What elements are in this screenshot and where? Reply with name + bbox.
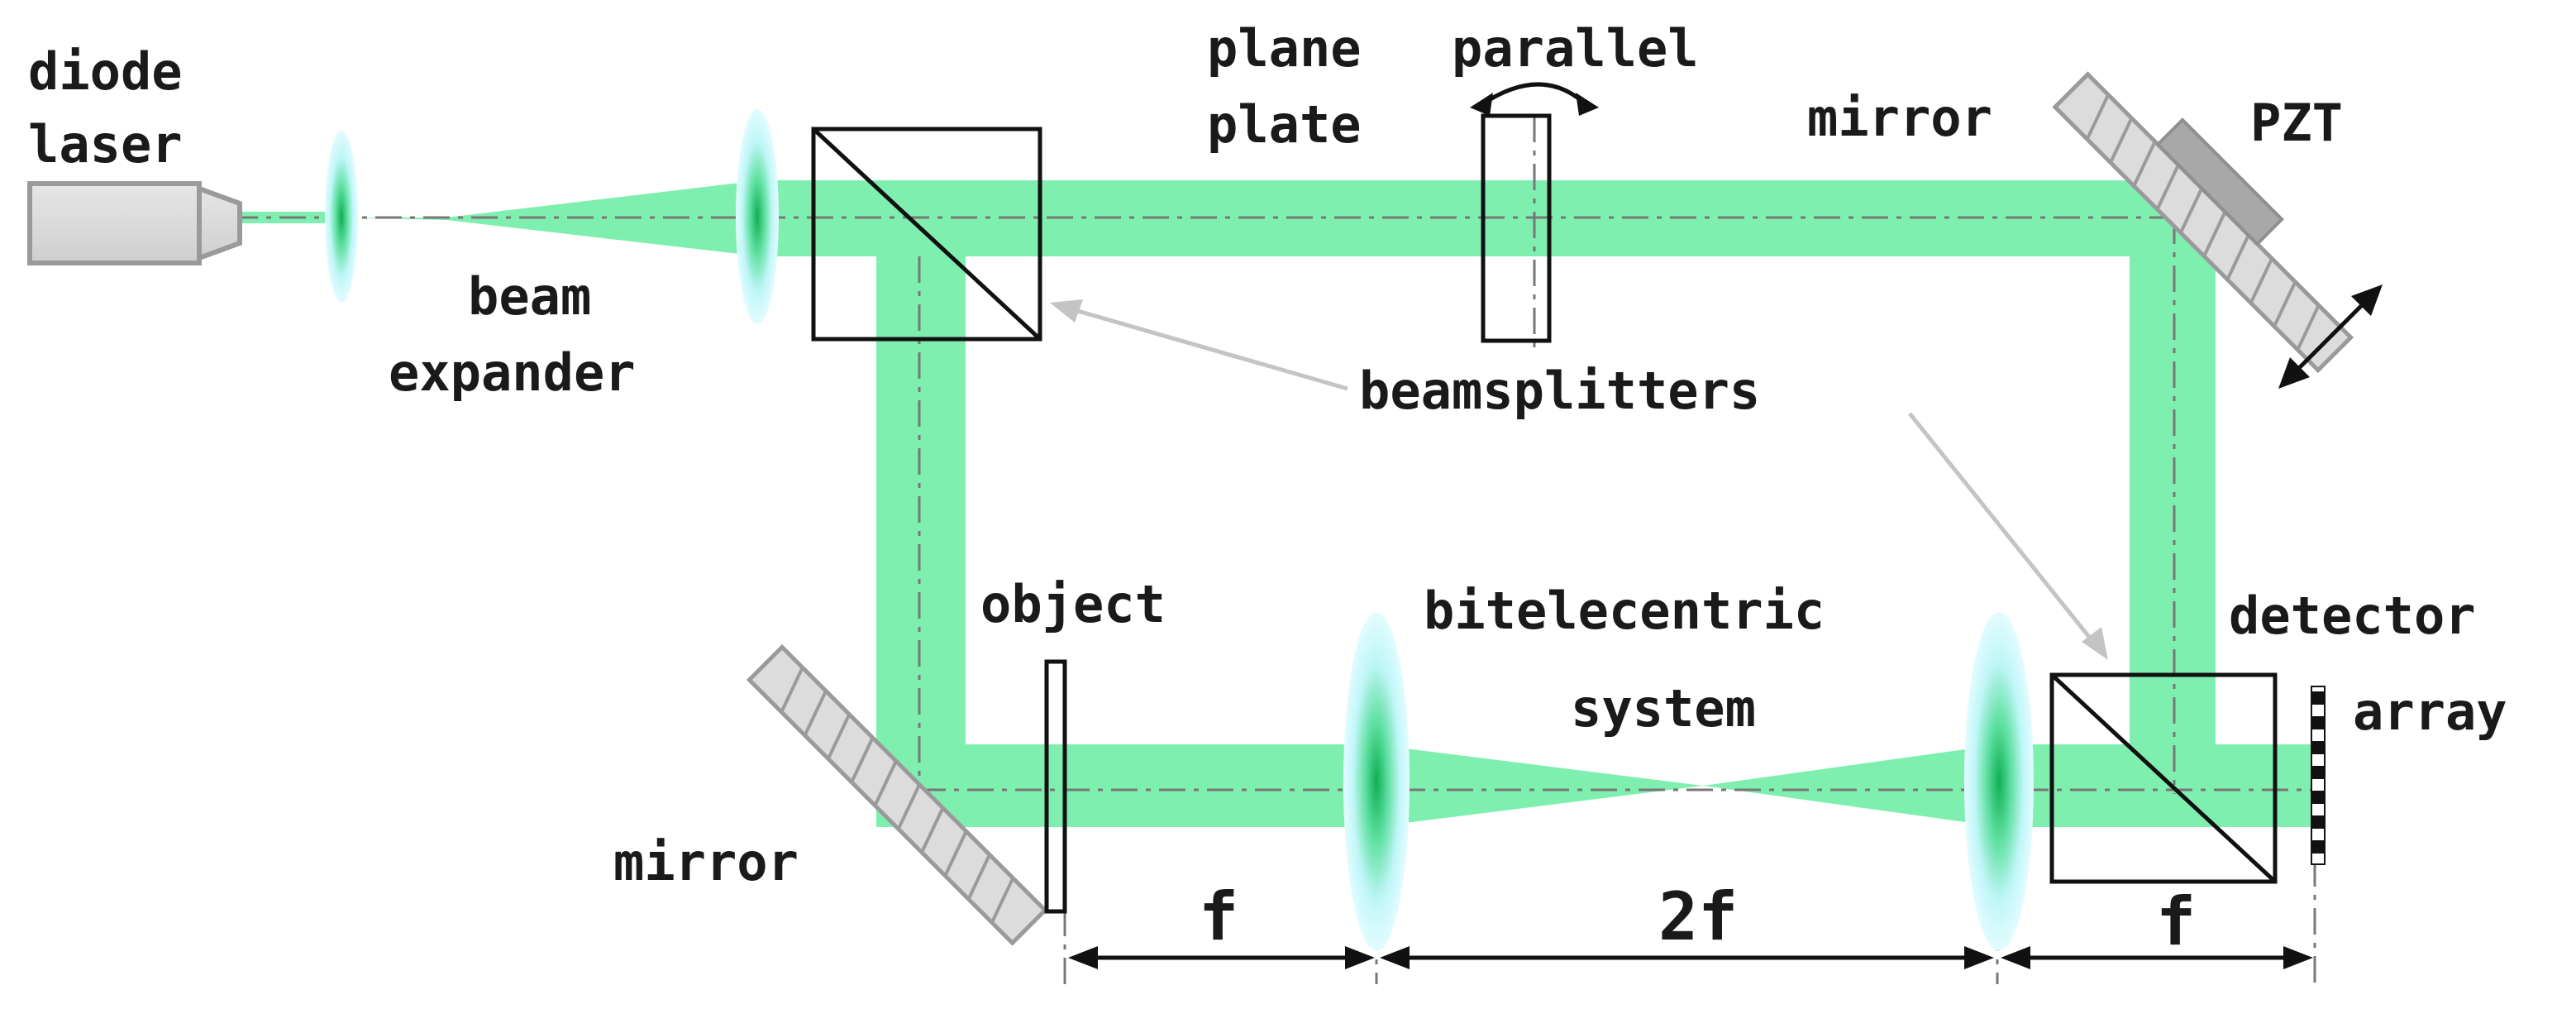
- bitelecentric-lens-left: [1343, 612, 1410, 951]
- label-mirror-bottom: mirror: [613, 832, 799, 892]
- expander-lens: [736, 109, 779, 324]
- pzt-actuator: [2155, 117, 2284, 246]
- label-detector: detector: [2229, 586, 2476, 646]
- label-diode: diode: [28, 41, 183, 102]
- small-lens: [325, 131, 358, 303]
- detector-array: [2311, 686, 2326, 865]
- label-expander: expander: [389, 342, 636, 403]
- detector-beam: [2001, 744, 2315, 827]
- label-mirror-top: mirror: [1807, 88, 1992, 148]
- label-object: object: [980, 574, 1166, 634]
- bitelecentric-lens-right: [1964, 612, 2034, 951]
- right-vertical-beam: [2130, 207, 2216, 753]
- beamsplitter-top: [811, 127, 1042, 342]
- dimension-arrows: [1068, 946, 2313, 969]
- plane-parallel-plate: [1470, 82, 1599, 343]
- left-vertical-beam: [876, 256, 966, 786]
- label-beamsplitters: beamsplitters: [1359, 361, 1760, 421]
- label-laser: laser: [28, 114, 183, 175]
- label-plate: plate: [1207, 94, 1362, 155]
- object-plate: [1044, 659, 1067, 914]
- optical-axis: [231, 116, 2316, 984]
- label-system: system: [1571, 678, 1756, 739]
- label-parallel: parallel: [1452, 18, 1699, 79]
- dim-label-2f: 2f: [1658, 878, 1738, 955]
- beamsplitter-bottom: [2049, 672, 2278, 884]
- bottom-mirror: [746, 643, 1048, 946]
- label-beam: beam: [468, 266, 591, 327]
- dim-label-f-right: f: [2156, 883, 2196, 960]
- label-pzt: PZT: [2250, 93, 2343, 153]
- bitelecentric-cone-right: [1703, 744, 2001, 827]
- object-arm-beam: [876, 744, 1372, 827]
- label-bitelecentric: bitelecentric: [1424, 581, 1825, 641]
- diode-laser: [27, 181, 242, 265]
- dim-label-f-left: f: [1199, 878, 1238, 955]
- pzt-mirror: [2052, 71, 2383, 389]
- label-array: array: [2353, 681, 2507, 742]
- label-plane: plane: [1207, 18, 1362, 79]
- bitelecentric-cone-left: [1372, 744, 1703, 827]
- beamsplitter-pointers: [1050, 299, 2108, 660]
